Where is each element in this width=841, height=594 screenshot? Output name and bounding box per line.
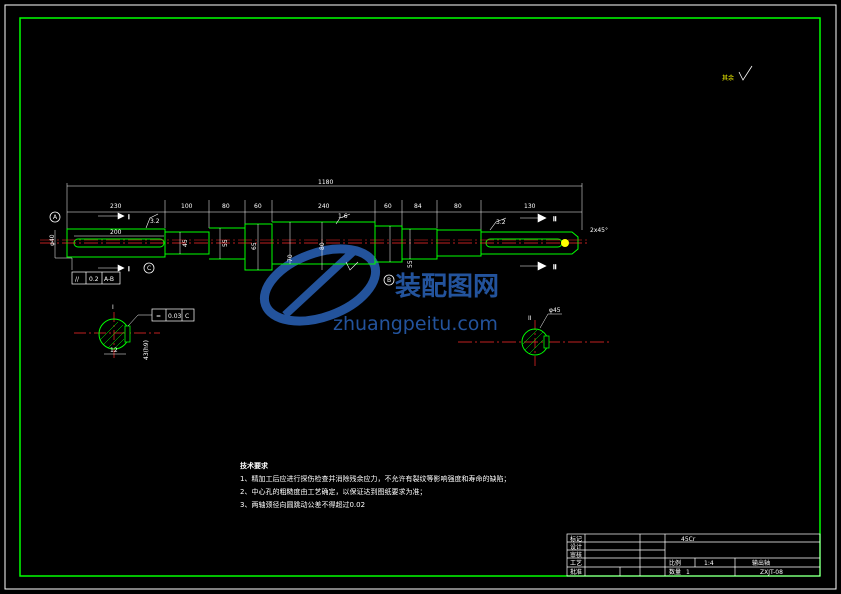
watermark-url: zhuangpeitu.com bbox=[333, 313, 498, 335]
section-b-diameter: φ45 bbox=[549, 307, 561, 314]
watermark-slash-icon bbox=[282, 247, 358, 318]
center-hole-icon bbox=[561, 239, 569, 247]
keyway-dimension: 200 bbox=[74, 229, 164, 237]
section-view-b: II φ45 bbox=[458, 307, 612, 366]
diameter-dimensions bbox=[179, 222, 411, 270]
note-item-3: 3、两轴颈径向圆跳动公差不得超过0.02 bbox=[240, 500, 365, 509]
tb-cell-5: 批准 bbox=[570, 568, 582, 576]
section-label-b-top: II bbox=[553, 216, 557, 223]
overall-dimension: 1180 bbox=[66, 179, 583, 230]
tb-cell-2: 设计 bbox=[570, 543, 582, 551]
dim-80b: 80 bbox=[454, 203, 462, 210]
dim-chamfer: 2x45° bbox=[590, 227, 608, 234]
tb-quantity: 1 bbox=[686, 569, 690, 576]
dim-v-left: φ40 bbox=[49, 234, 56, 246]
symmetry-datum: C bbox=[185, 313, 189, 320]
symmetry-symbol: = bbox=[156, 313, 161, 320]
runout-tolerance-frame: // 0.2 A-B bbox=[54, 230, 121, 285]
runout-value: 0.2 bbox=[89, 276, 99, 283]
dim-v-55b: 55 bbox=[407, 260, 414, 268]
roughness-c-icon bbox=[489, 217, 507, 231]
roughness-b-icon bbox=[335, 213, 351, 225]
watermark-logo-icon bbox=[259, 244, 381, 326]
section-a-depth: 43(h9) bbox=[143, 340, 150, 360]
dim-v-80: 80 bbox=[319, 242, 326, 250]
section-view-a: I 12 43(h9) = 0.03 C bbox=[74, 304, 195, 360]
datum-b: B bbox=[387, 277, 391, 284]
datum-markers: A C B bbox=[49, 211, 569, 286]
title-block bbox=[566, 533, 821, 577]
tb-drawing-no: ZXJT-08 bbox=[760, 569, 783, 576]
datum-a: A bbox=[53, 214, 58, 221]
roughness-c: 3.2 bbox=[496, 219, 506, 226]
technical-notes: 技术要求 1、精加工后应进行探伤检查并消除残余应力，不允许有裂纹等影响强度和寿命… bbox=[240, 461, 510, 509]
section-markers: I I II II bbox=[98, 212, 557, 273]
section-label-a-bottom: I bbox=[128, 266, 130, 273]
section-label-a-top: I bbox=[128, 214, 130, 221]
datum-c-icon bbox=[143, 262, 155, 274]
roughness-symbol-icon bbox=[738, 65, 753, 81]
segment-dimensions: 230 100 80 60 240 60 84 80 130 bbox=[67, 200, 582, 230]
outer-border bbox=[4, 4, 837, 590]
watermark: 装配图网 zhuangpeitu.com bbox=[259, 244, 499, 335]
dim-right: 130 bbox=[524, 203, 536, 210]
datum-b-icon bbox=[383, 274, 395, 286]
roughness-a: 3.2 bbox=[150, 218, 160, 225]
tb-cell-3: 审核 bbox=[570, 551, 582, 559]
tb-part-name: 输出轴 bbox=[752, 559, 770, 567]
section-label-b-bottom: II bbox=[553, 264, 557, 271]
section-b-title: II bbox=[528, 315, 532, 322]
symmetry-value: 0.03 bbox=[168, 313, 182, 320]
surface-finish-note: 其余 bbox=[722, 74, 734, 82]
datum-a-icon bbox=[49, 211, 61, 223]
dim-100: 100 bbox=[181, 203, 193, 210]
dim-v-70: 70 bbox=[287, 254, 294, 262]
dim-mid: 240 bbox=[318, 203, 330, 210]
notes-title: 技术要求 bbox=[240, 461, 269, 470]
dim-v-65: 65 bbox=[251, 242, 258, 250]
dim-60: 60 bbox=[254, 203, 262, 210]
dim-80a: 80 bbox=[222, 203, 230, 210]
inner-border bbox=[19, 17, 821, 577]
dim-left: 230 bbox=[110, 203, 122, 210]
note-item-2: 2、中心孔的粗糙度由工艺确定，以保证达到图纸要求为准； bbox=[240, 487, 426, 496]
dim-v-55: 55 bbox=[222, 239, 229, 247]
watermark-cn: 装配图网 bbox=[395, 272, 499, 302]
dim-overall-length: 1180 bbox=[318, 179, 333, 186]
runout-datum: A-B bbox=[104, 276, 114, 283]
dim-84: 84 bbox=[414, 203, 422, 210]
runout-symbol: // bbox=[75, 276, 80, 283]
tb-cell-4: 工艺 bbox=[570, 559, 582, 567]
section-a-title: I bbox=[112, 304, 114, 311]
tb-quantity-label: 数量 bbox=[669, 568, 681, 576]
dim-keyway: 200 bbox=[110, 229, 122, 236]
datum-c: C bbox=[147, 265, 151, 272]
dim-v-45: 45 bbox=[182, 239, 189, 247]
section-a-width: 12 bbox=[110, 347, 118, 354]
tb-scale-label: 比例 bbox=[669, 559, 681, 567]
tb-material: 45Cr bbox=[681, 536, 696, 543]
roughness-marks: 3.2 1.6 3.2 bbox=[145, 213, 507, 271]
dim-60b: 60 bbox=[384, 203, 392, 210]
tb-cell-1: 标记 bbox=[570, 535, 582, 543]
note-item-1: 1、精加工后应进行探伤检查并消除残余应力，不允许有裂纹等影响强度和寿命的缺陷； bbox=[240, 474, 510, 483]
roughness-d-icon bbox=[345, 261, 359, 271]
tb-scale: 1:4 bbox=[704, 560, 714, 567]
roughness-a-icon bbox=[145, 213, 159, 229]
roughness-b: 1.6 bbox=[338, 213, 348, 220]
